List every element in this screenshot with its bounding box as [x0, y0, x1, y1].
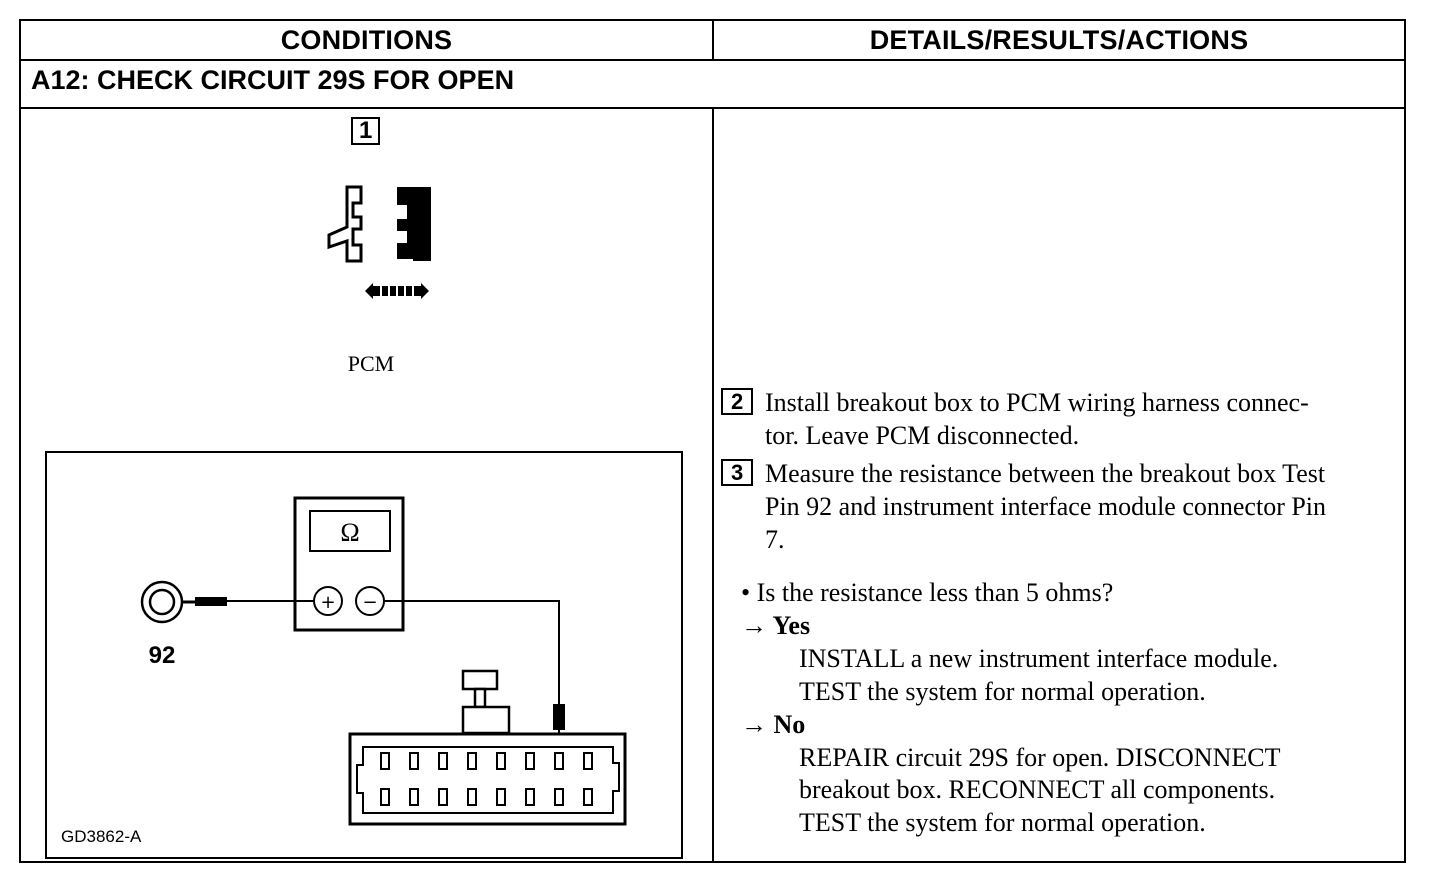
meter-display: [309, 510, 391, 552]
connector-latch: [461, 669, 499, 691]
probe-plus: [195, 597, 227, 606]
minus-lead: [384, 600, 560, 706]
column-divider: [712, 109, 714, 861]
step-3-number: 3: [721, 459, 754, 486]
no-action-3: TEST the system for normal operation.: [799, 808, 1206, 837]
step-1-number: 1: [351, 117, 381, 145]
yes-branch-label: → Yes: [741, 611, 811, 640]
step-2-line-2: tor. Leave PCM disconnected.: [765, 421, 1080, 450]
multimeter-diagram: Ω + − 92: [45, 451, 683, 859]
step-2: 2 Install breakout box to PCM wiring har…: [721, 386, 1401, 452]
module-connector: [348, 732, 627, 826]
no-action-2: breakout box. RECONNECT all components.: [799, 775, 1276, 804]
probe-minus: [553, 704, 565, 730]
pcm-disconnect-icon: [327, 185, 431, 299]
no-action-1: REPAIR circuit 29S for open. DISCONNECT: [799, 743, 1281, 772]
step-2-number: 2: [721, 388, 754, 415]
test-pin-label: 92: [149, 642, 176, 669]
details-header: DETAILS/RESULTS/ACTIONS: [869, 24, 1249, 55]
step-3-line-3: 7.: [765, 525, 785, 554]
step-3-line-2: Pin 92 and instrument interface module c…: [765, 492, 1327, 521]
ohm-symbol: Ω: [340, 518, 359, 547]
pcm-label: PCM: [347, 351, 395, 376]
yes-action-1: INSTALL a new instrument interface modul…: [799, 644, 1279, 673]
header-divider: [21, 59, 1404, 61]
no-branch-label: → No: [741, 710, 806, 739]
figure-reference: GD3862-A: [61, 827, 142, 846]
minus-sign: −: [362, 592, 377, 613]
plus-sign: +: [320, 592, 335, 613]
step-3: 3 Measure the resistance between the bre…: [721, 457, 1401, 556]
title-divider: [21, 107, 1404, 109]
procedure-table: CONDITIONS DETAILS/RESULTS/ACTIONS A12: …: [19, 19, 1406, 863]
figure-border: [45, 451, 683, 859]
conditions-header: CONDITIONS: [21, 21, 714, 59]
connector-pins: [380, 752, 593, 806]
yes-action-2: TEST the system for normal operation.: [799, 677, 1206, 706]
step-title: A12: CHECK CIRCUIT 29S FOR OPEN: [31, 65, 515, 95]
step-3-line-1: Measure the resistance between the break…: [765, 459, 1326, 488]
step-2-line-1: Install breakout box to PCM wiring harne…: [765, 388, 1309, 417]
question: • Is the resistance less than 5 ohms?: [741, 578, 1114, 607]
